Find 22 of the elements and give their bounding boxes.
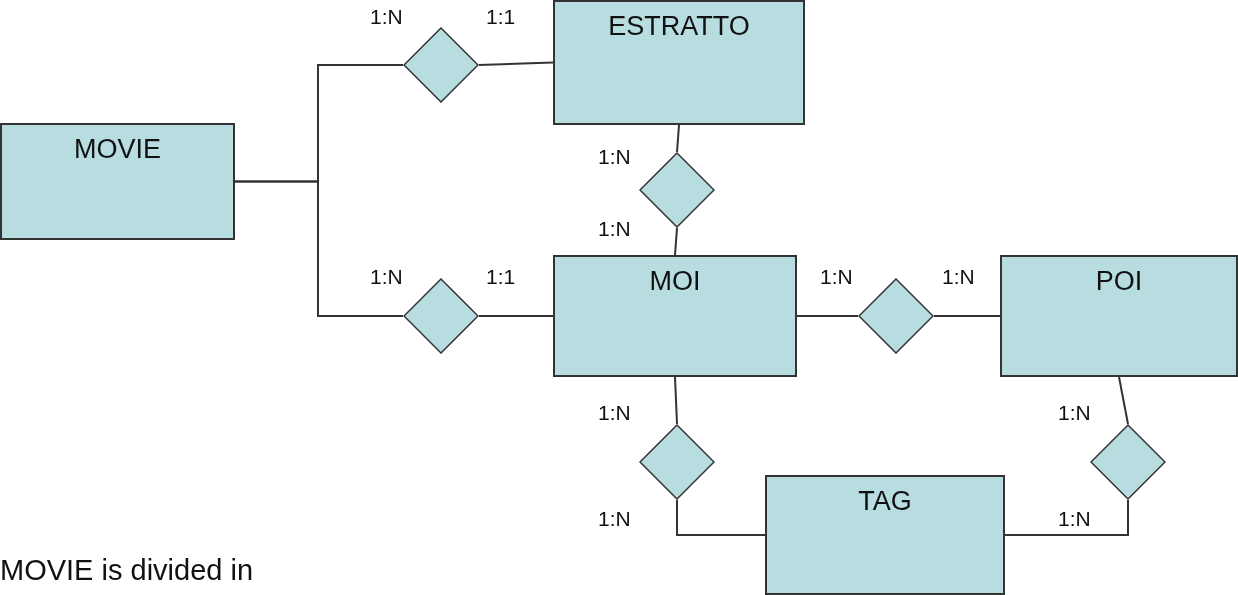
entity-box [0, 123, 235, 240]
connector-line [933, 315, 1001, 317]
entity-name: MOI [649, 265, 701, 298]
entity-box [553, 0, 805, 125]
connector-line [478, 61, 554, 66]
entity-name: MOVIE [74, 133, 161, 166]
entity-box [553, 255, 797, 377]
entity-name: ESTRATTO [608, 10, 750, 43]
entity-box [1000, 255, 1238, 377]
connector-line [674, 227, 678, 256]
connector-line [674, 376, 678, 425]
entity-box [765, 475, 1005, 595]
connector-line [234, 180, 404, 317]
entity-name: POI [1095, 265, 1143, 298]
note-text: MOVIE is divided in [0, 556, 254, 585]
entity-name: TAG [858, 485, 912, 518]
connector-line [676, 124, 680, 153]
connector-line [478, 315, 554, 317]
connector-line [1004, 499, 1129, 536]
connector-line [1118, 376, 1129, 425]
connector-line [676, 499, 766, 536]
connector-line [796, 315, 859, 317]
